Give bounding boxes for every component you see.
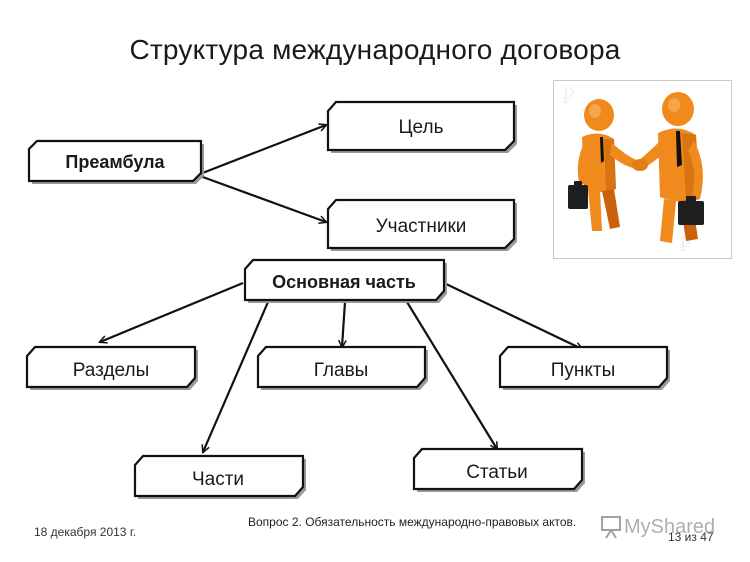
slide-title: Структура международного договора [129, 34, 621, 65]
node-clauses-label: Пункты [551, 360, 616, 381]
node-participants-label: Участники [376, 216, 467, 237]
node-main-part-label: Основная часть [272, 272, 416, 292]
arrow-main-articles [406, 301, 497, 449]
connector-group [100, 125, 582, 452]
footer-note: Вопрос 2. Обязательность международно-пр… [248, 515, 577, 529]
node-sections: Разделы [25, 345, 198, 390]
node-main-part: Основная часть [243, 258, 447, 303]
arrow-main-parts [203, 301, 270, 452]
presentation-board-icon [601, 516, 621, 539]
node-articles: Статьи [412, 447, 585, 492]
node-parts-label: Части [192, 469, 244, 490]
arrow-main-clauses [443, 282, 582, 349]
footer-page-number: 13 из 47 [668, 530, 714, 544]
handshake-figures-icon: ₽ ₽ [562, 84, 704, 256]
node-articles-label: Статьи [466, 462, 528, 483]
footer-date: 18 декабря 2013 г. [34, 525, 137, 539]
arrow-main-chapters [342, 301, 345, 347]
node-chapters-label: Главы [314, 360, 369, 381]
arrow-main-sections [100, 281, 244, 342]
node-preamble-label: Преамбула [65, 152, 165, 172]
node-goal: Цель [326, 100, 517, 153]
watermark-text: MyShared [624, 516, 715, 538]
node-sections-label: Разделы [73, 360, 149, 381]
node-participants: Участники [326, 198, 517, 251]
arrow-preamble-participants [199, 174, 326, 222]
node-clauses: Пункты [498, 345, 670, 390]
node-parts: Части [133, 454, 306, 499]
node-preamble: Преамбула [27, 139, 204, 184]
watermark-logo: MyShared [601, 516, 715, 539]
node-goal-label: Цель [399, 117, 444, 138]
arrow-preamble-goal [199, 125, 326, 176]
node-chapters: Главы [256, 345, 428, 390]
svg-text:₽: ₽ [562, 84, 575, 108]
handshake-image: ₽ ₽ [553, 80, 732, 259]
